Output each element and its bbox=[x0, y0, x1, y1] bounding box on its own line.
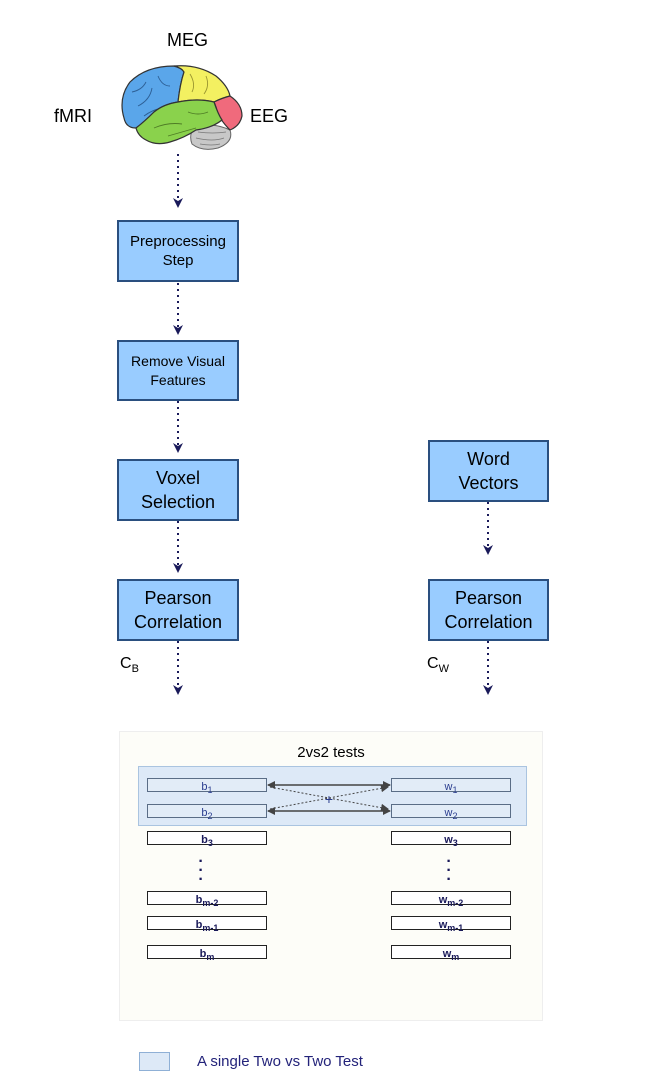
b-item-2: b2 bbox=[147, 804, 267, 821]
b-item-m-1: bm-1 bbox=[147, 916, 267, 933]
w-item-m-1: wm-1 bbox=[391, 916, 511, 933]
cross-symbol: + bbox=[325, 791, 333, 807]
w-item-m: wm bbox=[391, 945, 511, 962]
legend-swatch bbox=[139, 1052, 170, 1071]
w-item-1: w1 bbox=[391, 778, 511, 795]
w-item-3: w3 bbox=[391, 831, 511, 848]
panel-title: 2vs2 tests bbox=[297, 744, 365, 761]
legend-text: A single Two vs Two Test bbox=[197, 1053, 363, 1070]
b-item-1: b1 bbox=[147, 778, 267, 795]
fmri-label: fMRI bbox=[54, 106, 92, 126]
meg-label: MEG bbox=[167, 30, 209, 50]
two-vs-two-tests-panel: 2vs2 tests b1 b2 b3 ··· bm-2 bm-1 bm w1 … bbox=[119, 731, 543, 1021]
w-ellipsis: ··· bbox=[446, 853, 452, 888]
b-ellipsis: ··· bbox=[198, 853, 204, 888]
w-item-m-2: wm-2 bbox=[391, 891, 511, 908]
b-item-3: b3 bbox=[147, 831, 267, 848]
eeg-label: EEG bbox=[250, 106, 289, 126]
b-item-m: bm bbox=[147, 945, 267, 962]
cw-label: CW bbox=[427, 655, 449, 675]
cb-label: CB bbox=[120, 655, 139, 675]
arrow-b2-w1 bbox=[269, 784, 389, 810]
b-item-m-2: bm-2 bbox=[147, 891, 267, 908]
brain-illustration bbox=[121, 65, 243, 150]
w-item-2: w2 bbox=[391, 804, 511, 821]
comparison-arrows: + bbox=[267, 781, 391, 815]
